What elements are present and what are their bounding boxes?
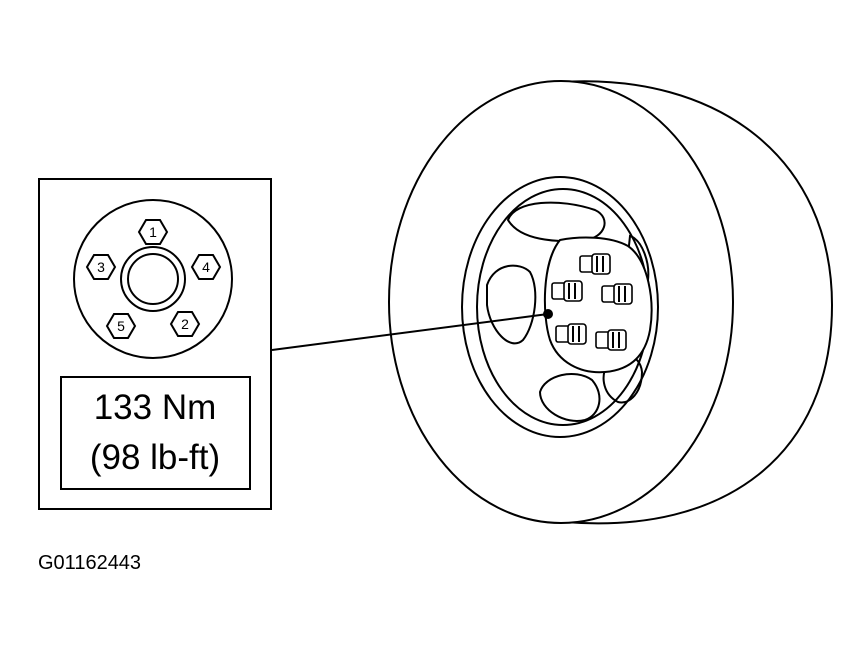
tightening-sequence: 1 2 3 4 5 — [73, 199, 233, 359]
vent-top — [506, 201, 606, 242]
lug-nut-5: 5 — [105, 313, 137, 339]
tire — [388, 80, 834, 525]
hub-lug-nut-1 — [579, 253, 611, 275]
torque-imperial: (98 lb-ft) — [90, 438, 220, 477]
torque-metric: 133 Nm — [94, 388, 217, 427]
hub-lug-nut-3 — [601, 283, 633, 305]
lug-number-5: 5 — [117, 318, 125, 334]
leader-line — [271, 313, 549, 351]
lug-number-1: 1 — [149, 224, 157, 240]
torque-spec-box — [60, 376, 251, 490]
callout-box: 1 2 3 4 5 133 Nm (98 lb-ft) — [38, 178, 272, 510]
hub-lug-nut-4 — [555, 323, 587, 345]
center-bore-inner — [127, 253, 179, 305]
lug-nut-2: 2 — [169, 311, 201, 337]
hub-lug-nuts — [551, 253, 633, 351]
figure-code: G01162443 — [38, 552, 141, 574]
lug-number-2: 2 — [181, 316, 189, 332]
hub-lug-nut-5 — [595, 329, 627, 351]
lug-nut-1: 1 — [137, 219, 169, 245]
lug-nut-4: 4 — [190, 254, 222, 280]
vent-bottom-left — [538, 373, 601, 422]
hub-lug-nut-2 — [551, 280, 583, 302]
lug-nut-3: 3 — [85, 254, 117, 280]
lug-number-3: 3 — [97, 259, 105, 275]
lug-number-4: 4 — [202, 259, 210, 275]
